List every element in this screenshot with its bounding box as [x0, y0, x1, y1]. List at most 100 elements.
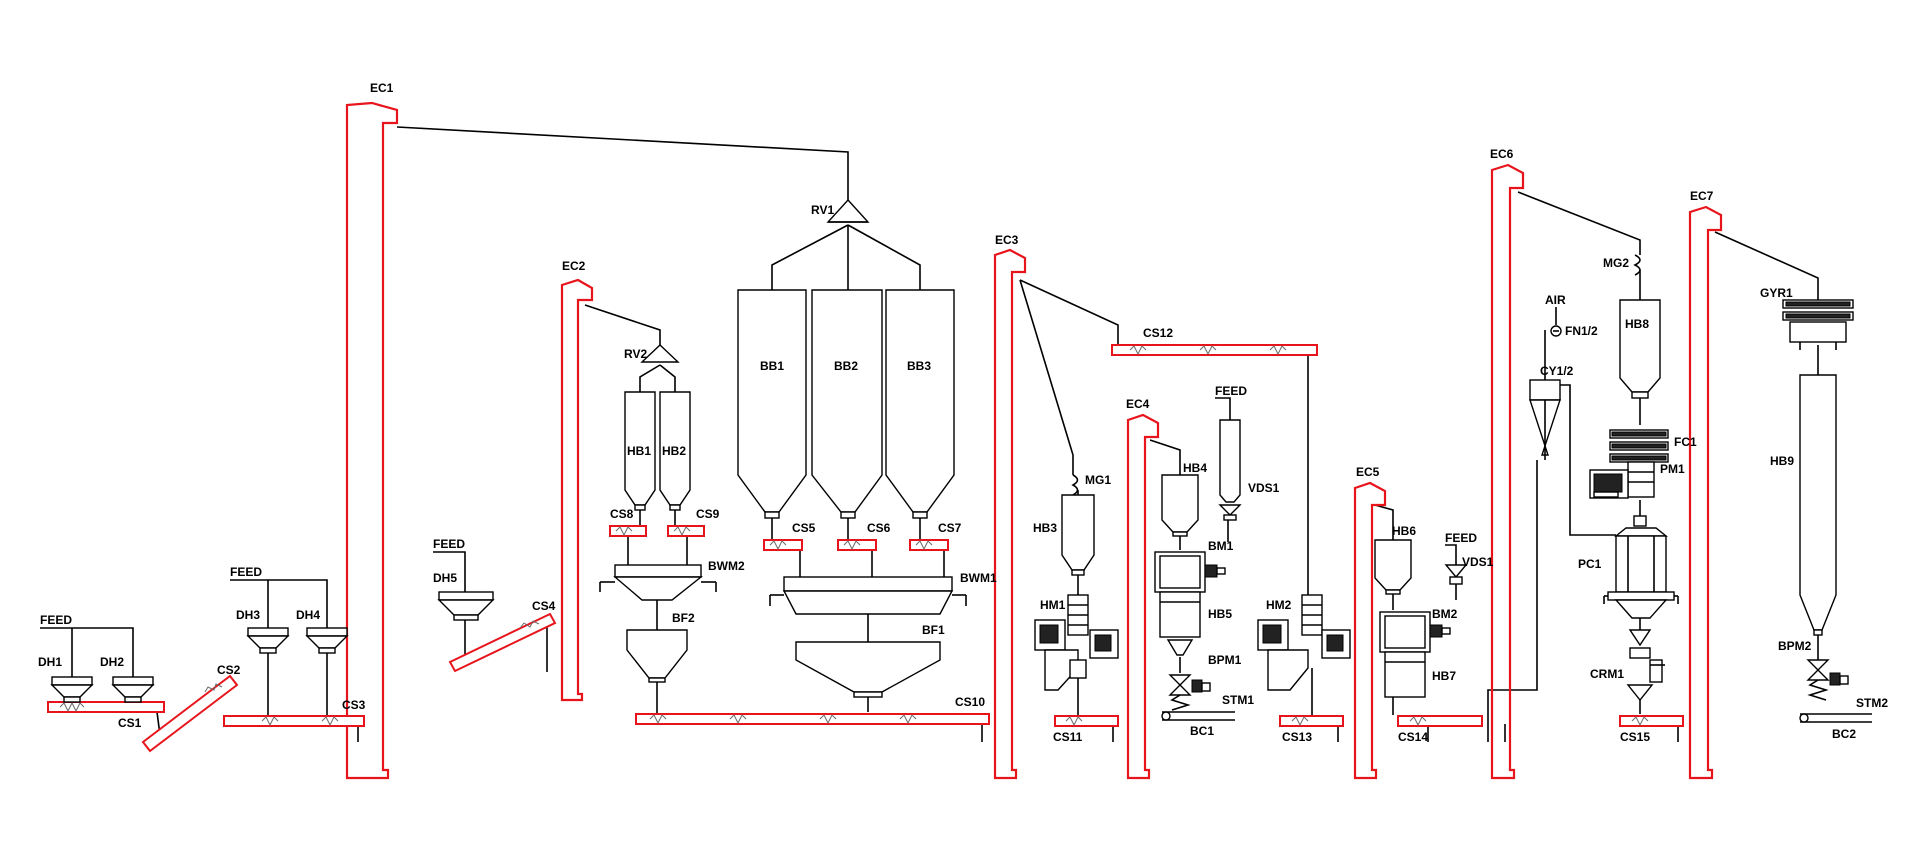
- label-air: AIR: [1545, 293, 1566, 307]
- label-feed3: FEED: [433, 537, 465, 551]
- holding-bin-hb4: [1161, 474, 1199, 537]
- label-bb2: BB2: [834, 359, 858, 373]
- label-hb5: HB5: [1208, 607, 1232, 621]
- batch-weigher-bwm2: [599, 564, 717, 601]
- label-fc1: FC1: [1674, 435, 1697, 449]
- conveyor-cs1: [47, 701, 165, 713]
- label-cs10: CS10: [955, 695, 985, 709]
- dump-hopper-dh4: [305, 627, 349, 654]
- fan-fn12: [1550, 325, 1562, 337]
- label-feed4: FEED: [1215, 384, 1247, 398]
- label-bm1: BM1: [1208, 539, 1234, 553]
- label-cs1: CS1: [118, 716, 142, 730]
- label-hb8: HB8: [1625, 317, 1649, 331]
- label-hb7: HB7: [1432, 669, 1456, 683]
- label-hb1: HB1: [627, 444, 651, 458]
- elevator-ec1: [345, 101, 399, 780]
- label-pc1: PC1: [1578, 557, 1602, 571]
- label-hb4: HB4: [1183, 461, 1207, 475]
- holding-bin-hb1: [624, 391, 656, 511]
- label-bf1: BF1: [922, 623, 945, 637]
- label-feed1: FEED: [40, 613, 72, 627]
- label-ec4: EC4: [1126, 397, 1150, 411]
- conveyor-cs14: [1397, 715, 1483, 727]
- label-rv2: RV2: [624, 347, 647, 361]
- bagging-bpm2: [1806, 659, 1849, 701]
- label-bb1: BB1: [760, 359, 784, 373]
- label-cs11: CS11: [1053, 730, 1083, 744]
- label-dh1: DH1: [38, 655, 62, 669]
- holding-bin-hb5: [1159, 591, 1201, 638]
- holding-bin-hb9: [1799, 374, 1837, 636]
- holding-bin-hb2: [659, 391, 691, 511]
- label-mg2: MG2: [1603, 256, 1629, 270]
- pellet-mill-pm1: [1589, 461, 1655, 499]
- feeder-conditioner-fc1: [1609, 429, 1669, 463]
- label-bpm2: BPM2: [1778, 639, 1812, 653]
- cyclone-cy12: [1529, 379, 1561, 460]
- label-feed5: FEED: [1445, 531, 1477, 545]
- bin-bf1: [795, 641, 941, 698]
- pellet-cooler-pc1: [1603, 515, 1679, 619]
- label-cs6: CS6: [867, 521, 891, 535]
- label-vds1a: VDS1: [1248, 481, 1280, 495]
- conveyor-cs4: [448, 612, 557, 673]
- bulk-bin-bb1: [737, 289, 807, 519]
- conveyor-cs10: [635, 713, 990, 725]
- label-cs15: CS15: [1620, 730, 1650, 744]
- conveyor-cs5: [763, 539, 803, 551]
- label-ec2: EC2: [562, 259, 586, 273]
- conveyor-cs8: [609, 525, 647, 537]
- magnet-mg1: [1071, 474, 1079, 496]
- label-ec6: EC6: [1490, 147, 1514, 161]
- label-bc1: BC1: [1190, 724, 1214, 738]
- elevator-ec6: [1490, 163, 1525, 780]
- label-hb9: HB9: [1770, 454, 1794, 468]
- mixer-bm2: [1379, 611, 1451, 653]
- conveyor-cs7: [909, 539, 949, 551]
- holding-bin-hb7: [1384, 651, 1426, 698]
- label-bf2: BF2: [672, 611, 695, 625]
- conveyor-cs9: [667, 525, 705, 537]
- bulk-bin-bb3: [885, 289, 955, 519]
- crumbler-crm1: [1626, 629, 1665, 702]
- holding-bin-hb3: [1061, 494, 1095, 576]
- flow-lines: [40, 126, 1819, 742]
- dump-hopper-dh5: [437, 591, 495, 621]
- label-ec1: EC1: [370, 81, 394, 95]
- magnet-mg2: [1633, 254, 1641, 276]
- label-bwm2: BWM2: [708, 559, 745, 573]
- label-hb6: HB6: [1392, 524, 1416, 538]
- label-hb2: HB2: [662, 444, 686, 458]
- rotary-valve-rv2: [640, 344, 680, 363]
- label-cs9: CS9: [696, 507, 720, 521]
- batch-weigher-bwm1: [769, 576, 967, 615]
- label-dh4: DH4: [296, 608, 320, 622]
- label-hm1: HM1: [1040, 598, 1066, 612]
- label-stm2: STM2: [1856, 696, 1888, 710]
- label-ec3: EC3: [995, 233, 1019, 247]
- label-fn12: FN1/2: [1565, 324, 1598, 338]
- label-mg1: MG1: [1085, 473, 1111, 487]
- dosing-vds1-lower: [1444, 564, 1468, 585]
- label-feed2: FEED: [230, 565, 262, 579]
- label-cs2: CS2: [217, 663, 241, 677]
- holding-bin-hb8: [1619, 299, 1661, 399]
- conveyor-cs2: [141, 674, 239, 753]
- dump-hopper-dh2: [111, 676, 155, 703]
- dosing-vds1-upper: [1218, 419, 1242, 521]
- elevator-ec4: [1126, 413, 1160, 780]
- label-bb3: BB3: [907, 359, 931, 373]
- label-cs8: CS8: [610, 507, 634, 521]
- label-cs12: CS12: [1143, 326, 1173, 340]
- label-dh5: DH5: [433, 571, 457, 585]
- mixer-bm1: [1154, 551, 1226, 593]
- elevator-ec2: [560, 278, 594, 702]
- labels: FEED DH1 DH2 CS1 CS2 FEED DH3 DH4 CS3 EC…: [38, 81, 1888, 744]
- rotary-valve-rv1: [826, 198, 870, 223]
- hammer-mill-hm2: [1257, 594, 1351, 691]
- label-bpm1: BPM1: [1208, 653, 1242, 667]
- dump-hopper-dh3: [246, 627, 290, 654]
- conveyor-cs12: [1111, 344, 1318, 356]
